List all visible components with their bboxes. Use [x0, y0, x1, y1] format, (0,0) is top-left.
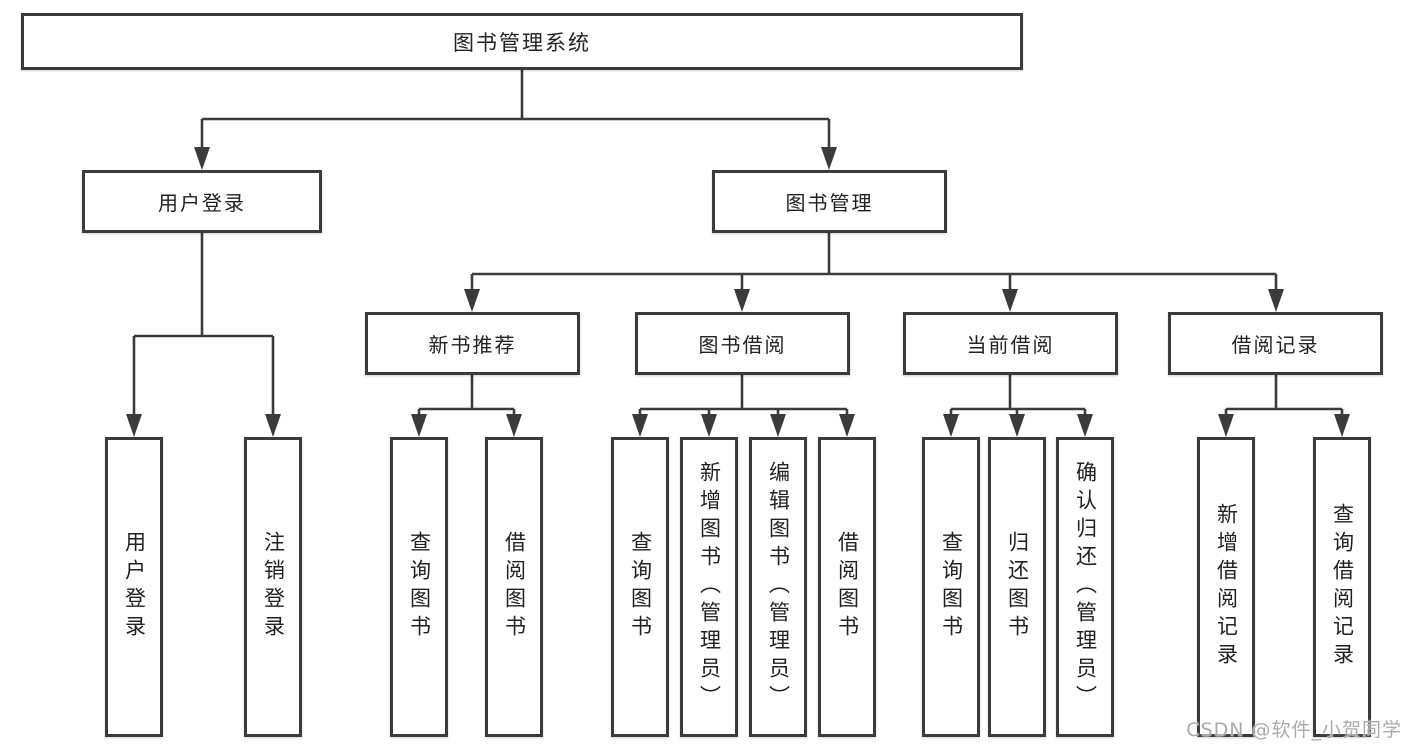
leaf-logout-login: 注销登录 — [244, 437, 302, 737]
leaf-add-borrow-record: 新增借阅记录 — [1197, 437, 1255, 737]
leaf-query-books-current: 查询图书 — [922, 437, 980, 737]
leaf-query-borrow-record: 查询借阅记录 — [1313, 437, 1371, 737]
leaf-confirm-return-admin: 确认归还（管理员） — [1056, 437, 1114, 737]
leaf-edit-books-admin: 编辑图书（管理员） — [749, 437, 807, 737]
leaf-borrow-books-recommend: 借阅图书 — [485, 437, 543, 737]
leaf-return-books: 归还图书 — [988, 437, 1046, 737]
csdn-watermark: CSDN @软件_小贺同学 — [1186, 719, 1402, 741]
node-user-login: 用户登录 — [82, 170, 322, 233]
leaf-user-login: 用户登录 — [105, 437, 163, 737]
node-book-management: 图书管理 — [712, 170, 947, 233]
leaf-borrow-books-borrowing: 借阅图书 — [818, 437, 876, 737]
node-borrowing-records: 借阅记录 — [1168, 312, 1383, 375]
node-new-book-recommendation: 新书推荐 — [365, 312, 580, 375]
leaf-query-books-borrowing: 查询图书 — [611, 437, 669, 737]
node-current-borrowing: 当前借阅 — [903, 312, 1118, 375]
leaf-query-books-recommend: 查询图书 — [390, 437, 448, 737]
node-book-borrowing: 图书借阅 — [635, 312, 850, 375]
node-library-management-system: 图书管理系统 — [21, 13, 1023, 70]
leaf-add-books-admin: 新增图书（管理员） — [680, 437, 738, 737]
